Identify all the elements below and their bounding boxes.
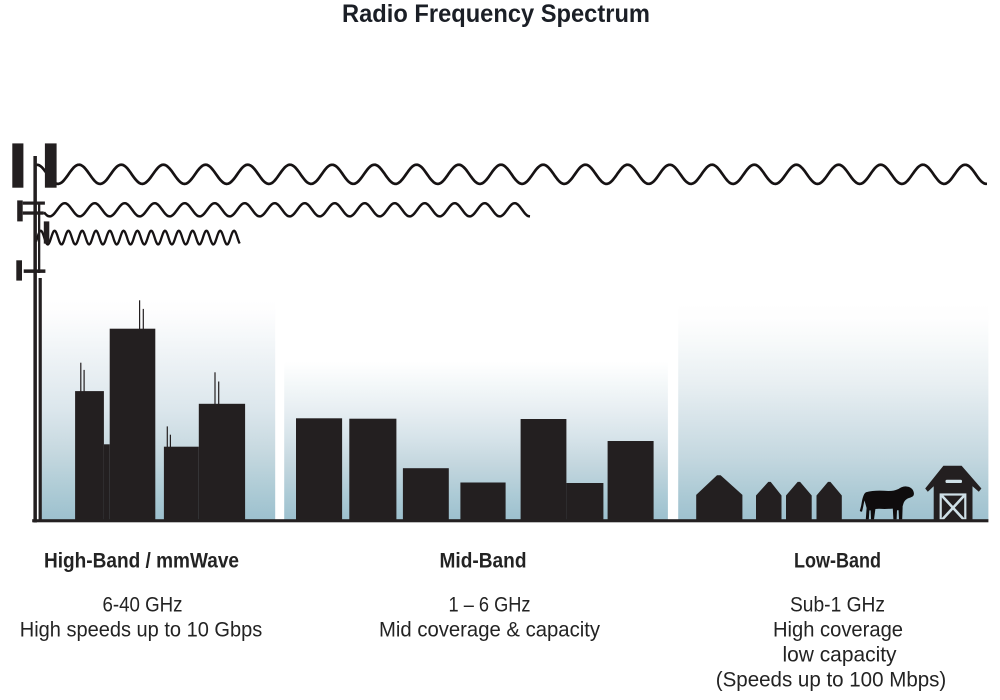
svg-text:High-Band / mmWave: High-Band / mmWave — [44, 550, 239, 573]
svg-text:High speeds up to 10 Gbps: High speeds up to 10 Gbps — [20, 618, 263, 641]
svg-text:low capacity: low capacity — [783, 644, 897, 667]
svg-text:Radio Frequency Spectrum: Radio Frequency Spectrum — [342, 0, 650, 28]
svg-text:(Speeds up to 100 Mbps): (Speeds up to 100 Mbps) — [716, 669, 947, 692]
svg-text:Mid-Band: Mid-Band — [440, 550, 527, 573]
svg-text:High coverage: High coverage — [773, 618, 903, 641]
svg-text:Low-Band: Low-Band — [794, 550, 881, 573]
svg-text:1 – 6 GHz: 1 – 6 GHz — [449, 593, 531, 616]
svg-text:Sub-1 GHz: Sub-1 GHz — [790, 593, 885, 616]
svg-text:Mid coverage & capacity: Mid coverage & capacity — [379, 618, 600, 641]
svg-text:6-40 GHz: 6-40 GHz — [103, 593, 183, 616]
